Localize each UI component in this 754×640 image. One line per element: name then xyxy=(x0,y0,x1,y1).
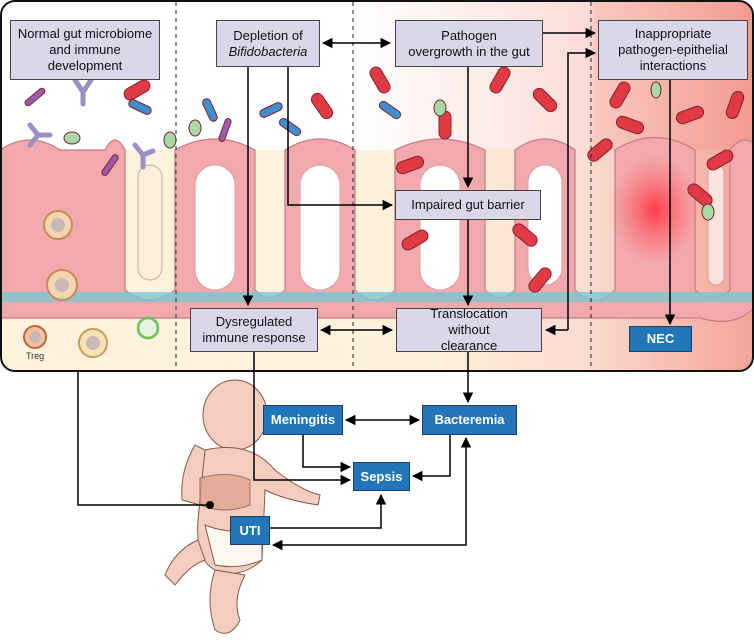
sepsis-box: Sepsis xyxy=(353,462,410,491)
stage-dividers xyxy=(175,2,592,370)
gut-source-dot xyxy=(206,501,214,509)
meningitis-label: Meningitis xyxy=(270,412,336,427)
translocation-label: Translocation without clearance xyxy=(430,306,508,353)
uti-box: UTI xyxy=(230,516,270,545)
nec-box: NEC xyxy=(629,326,692,352)
normal-gut-box: Normal gut microbiome and immune develop… xyxy=(10,20,160,80)
impaired-barrier-label: Impaired gut barrier xyxy=(411,197,525,212)
inflammation-spot xyxy=(610,155,700,265)
arrows xyxy=(77,27,676,551)
pathogen-overgrowth-label: Pathogen overgrowth in the gut xyxy=(408,27,530,59)
depletion-label: Depletion of xyxy=(233,27,303,43)
bacteremia-box: Bacteremia xyxy=(422,405,517,435)
bifidobacteria-label: Bifidobacteria xyxy=(228,43,308,59)
fungi xyxy=(27,77,156,170)
pathogen-overgrowth-box: Pathogen overgrowth in the gut xyxy=(395,20,543,67)
sepsis-label: Sepsis xyxy=(360,468,403,484)
normal-gut-label: Normal gut microbiome and immune develop… xyxy=(17,26,153,73)
dysregulated-immune-box: Dysregulated immune response xyxy=(190,308,318,352)
inappropriate-interactions-label: Inappropriate pathogen-epithelial intera… xyxy=(618,26,728,73)
treg-label: Treg xyxy=(26,351,45,361)
dysregulated-immune-label: Dysregulated immune response xyxy=(202,314,306,345)
immune-cells xyxy=(23,210,160,358)
bacteria xyxy=(24,66,745,293)
meningitis-box: Meningitis xyxy=(263,405,343,435)
depletion-box: Depletion of Bifidobacteria xyxy=(216,20,320,67)
inappropriate-interactions-box: Inappropriate pathogen-epithelial intera… xyxy=(598,20,748,80)
nec-label: NEC xyxy=(646,331,675,346)
bacteremia-label: Bacteremia xyxy=(434,412,505,427)
gut-panel-border xyxy=(0,0,754,372)
translocation-box: Translocation without clearance xyxy=(396,306,542,353)
uti-label: UTI xyxy=(239,522,261,538)
infant-illustration xyxy=(164,379,321,634)
impaired-barrier-box: Impaired gut barrier xyxy=(395,190,541,220)
